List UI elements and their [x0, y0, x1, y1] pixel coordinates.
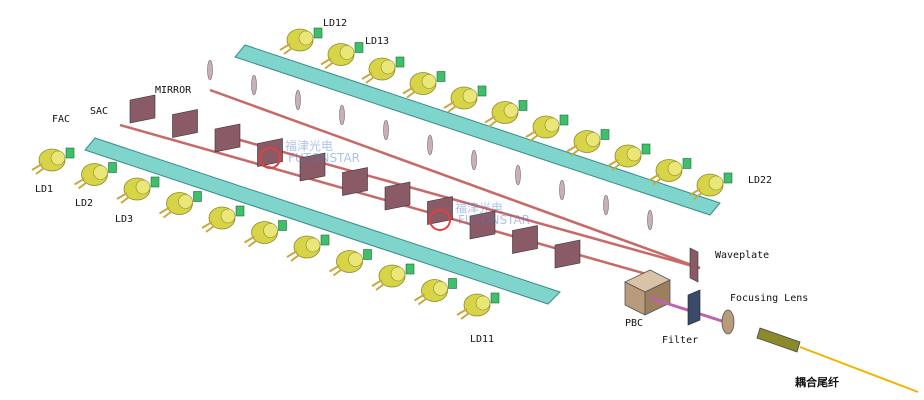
mirror-9: [469, 210, 496, 240]
svg-text:福津光电: 福津光电: [285, 138, 333, 153]
laser-diode-upper-17: [484, 100, 528, 128]
upper-lens-bar: [234, 44, 721, 216]
laser-diode-upper-13: [320, 42, 364, 70]
upper-optics-row: [207, 59, 653, 231]
svg-text:FUTONSTAR: FUTONSTAR: [288, 151, 360, 165]
laser-diode-lower-6: [243, 220, 287, 248]
laser-diode-lower-10: [413, 278, 457, 306]
laser-diode-upper-14: [361, 56, 405, 84]
collimating-lens-7: [471, 149, 477, 171]
sac-lens: [363, 249, 372, 260]
mirror-1: [129, 94, 156, 124]
collimating-lens-2: [251, 74, 257, 96]
label-ld12: LD12: [323, 18, 347, 29]
sac-lens: [723, 172, 733, 184]
sac-lens: [108, 162, 117, 173]
label-ld1: LD1: [35, 184, 53, 195]
laser-diode-lower-8: [328, 249, 372, 277]
lower-lens-bar: [84, 137, 561, 305]
laser-diode-lower-9: [371, 263, 415, 291]
label-waveplate: Waveplate: [715, 250, 769, 261]
label-ld3: LD3: [115, 214, 133, 225]
focusing-lens: [721, 309, 735, 335]
svg-text:福津光电: 福津光电: [455, 200, 503, 215]
laser-diode-upper-19: [566, 129, 610, 157]
waveplate: [689, 247, 699, 283]
laser-diode-upper-12: [279, 27, 323, 55]
sac-lens: [600, 129, 610, 140]
sac-lens: [518, 100, 528, 111]
label-ld13: LD13: [365, 36, 389, 47]
sac-lens: [405, 263, 415, 275]
watermark-1: 福津光电 FUTONSTAR: [259, 138, 360, 169]
label-mirror: MIRROR: [155, 85, 192, 96]
laser-diode-upper-16: [443, 85, 487, 113]
laser-diode-upper-18: [525, 114, 569, 142]
pbc-cube: [624, 269, 671, 316]
svg-text:FUTONSTAR: FUTONSTAR: [458, 213, 530, 227]
laser-diode-lower-2: [73, 162, 117, 190]
sac-lens: [150, 176, 160, 188]
mirror-10: [512, 225, 538, 254]
collimating-lens-6: [427, 134, 433, 156]
mirror-7: [384, 181, 411, 211]
collimating-lens-8: [515, 164, 521, 186]
label-ld11: LD11: [470, 334, 494, 345]
label-coupled-fiber: 耦合尾纤: [795, 375, 839, 389]
sac-lens: [641, 143, 651, 155]
laser-diode-upper-15: [402, 71, 446, 99]
laser-diode-upper-21: [648, 158, 692, 186]
sac-lens: [193, 191, 202, 202]
label-sac: SAC: [90, 106, 108, 117]
collimating-lens-9: [559, 179, 565, 201]
label-ld2: LD2: [75, 198, 93, 209]
mirror-3: [214, 123, 241, 153]
laser-diode-lower-1: [31, 147, 75, 175]
laser-diode-lower-5: [201, 205, 245, 233]
sac-lens: [477, 85, 487, 97]
laser-diode-lower-7: [286, 234, 330, 262]
mirror-5: [299, 152, 326, 182]
collimating-lens-5: [383, 119, 389, 141]
laser-diode-lower-3: [116, 176, 160, 204]
sac-lens: [354, 42, 364, 53]
sac-lens: [313, 27, 323, 39]
sac-lens: [320, 234, 330, 246]
label-filter: Filter: [662, 335, 698, 346]
upper-laser-diode-row: [279, 27, 733, 200]
laser-diode-upper-20: [607, 143, 651, 171]
mirror-11: [554, 239, 581, 269]
sac-lens: [436, 71, 446, 82]
output-beam: [649, 296, 726, 324]
sac-lens: [235, 205, 245, 217]
laser-diode-lower-11: [456, 292, 500, 320]
collimating-lens-4: [339, 104, 345, 126]
label-pbc: PBC: [625, 318, 643, 329]
filter-plate: [687, 289, 701, 326]
label-fac: FAC: [52, 114, 70, 125]
mirror-6: [342, 167, 368, 196]
mirror-2: [172, 109, 198, 138]
collimating-lens-11: [647, 209, 653, 231]
sac-lens: [682, 158, 692, 169]
sac-lens: [490, 292, 500, 304]
sac-lens: [559, 114, 569, 126]
sac-lens: [278, 220, 287, 231]
laser-diode-upper-22: [689, 172, 733, 200]
mirror-4: [257, 138, 283, 167]
collimating-lens-3: [295, 89, 301, 111]
fiber-connector: [756, 327, 801, 353]
laser-diode-lower-4: [158, 191, 202, 219]
label-ld22: LD22: [748, 175, 772, 186]
collimating-lens-1: [207, 59, 213, 81]
sac-lens: [448, 278, 457, 289]
sac-lens: [65, 147, 75, 159]
coupled-fiber: [799, 346, 919, 393]
sac-lens: [395, 56, 405, 68]
lower-laser-diode-row: [31, 147, 500, 320]
label-focusing-lens: Focusing Lens: [730, 293, 808, 304]
collimating-lens-10: [603, 194, 609, 216]
watermark-2: 福津光电 FUTONSTAR: [429, 200, 530, 231]
